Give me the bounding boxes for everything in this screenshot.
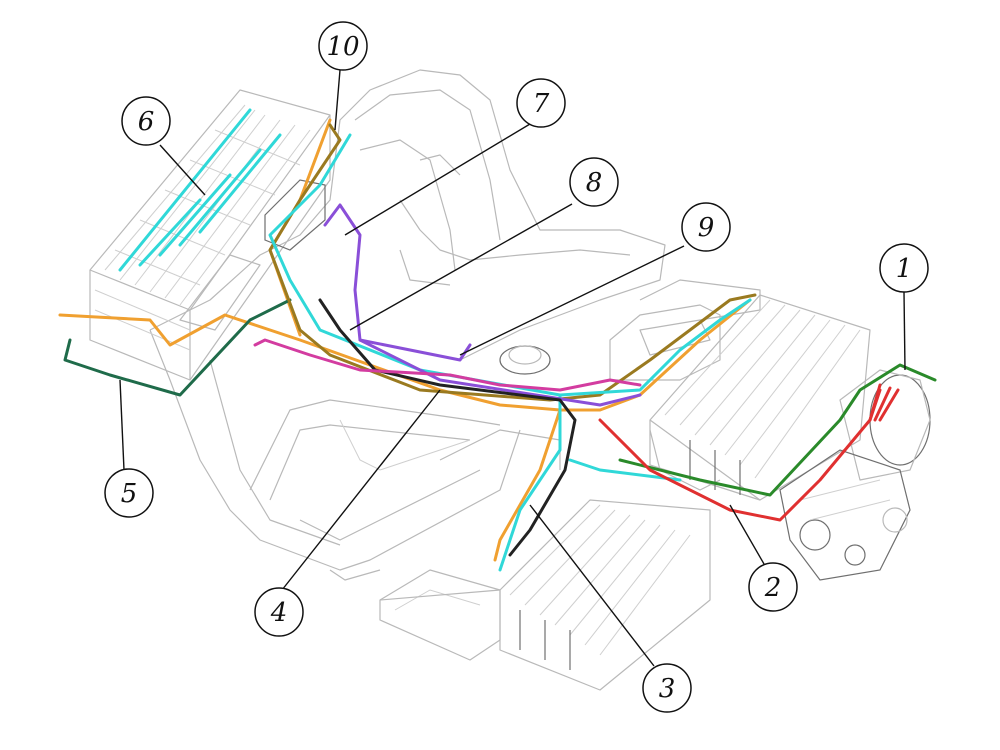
callout-label-5: 5 bbox=[121, 479, 138, 509]
callout-label-9: 9 bbox=[698, 213, 715, 243]
callout-label-3: 3 bbox=[659, 674, 676, 704]
wire-olive bbox=[268, 123, 757, 402]
wire-harness bbox=[58, 108, 937, 572]
callout-10: 10 bbox=[318, 21, 368, 71]
chassis-drawing bbox=[149, 69, 761, 661]
wire-black bbox=[318, 298, 577, 557]
callout-6: 6 bbox=[121, 96, 171, 146]
wire-green bbox=[618, 363, 937, 497]
callout-label-4: 4 bbox=[270, 598, 288, 628]
callout-label-7: 7 bbox=[533, 89, 550, 119]
callout-4: 4 bbox=[254, 587, 304, 637]
callout-label-1: 1 bbox=[896, 254, 913, 284]
callout-7: 7 bbox=[516, 78, 566, 128]
wire-cyan-branch bbox=[498, 393, 562, 572]
wire-red-fan bbox=[868, 383, 900, 422]
callout-label-8: 8 bbox=[586, 168, 603, 198]
callout-8: 8 bbox=[569, 157, 619, 207]
callout-5: 5 bbox=[104, 468, 154, 518]
wire-purple-2 bbox=[358, 338, 642, 407]
wire-purple bbox=[323, 203, 472, 362]
callout-9: 9 bbox=[681, 202, 731, 252]
wire-cyan-bottom bbox=[568, 458, 682, 482]
callout-2: 2 bbox=[748, 562, 798, 612]
motor-assembly bbox=[779, 369, 931, 581]
battery-pack-right bbox=[649, 294, 871, 501]
wire-cyan-cells bbox=[118, 108, 282, 272]
wire-dark-green bbox=[63, 298, 292, 397]
wire-magenta bbox=[253, 338, 642, 392]
callout-label-10: 10 bbox=[326, 32, 359, 62]
callout-1: 1 bbox=[879, 243, 929, 293]
callout-label-2: 2 bbox=[764, 573, 782, 603]
callout-3: 3 bbox=[642, 663, 692, 713]
wire-orange bbox=[58, 298, 752, 412]
wire-red bbox=[598, 388, 882, 522]
callout-label-6: 6 bbox=[138, 107, 155, 137]
battery-pack-bottom bbox=[379, 499, 711, 691]
wire-orange-down bbox=[493, 408, 562, 562]
leader-lines bbox=[119, 69, 906, 667]
